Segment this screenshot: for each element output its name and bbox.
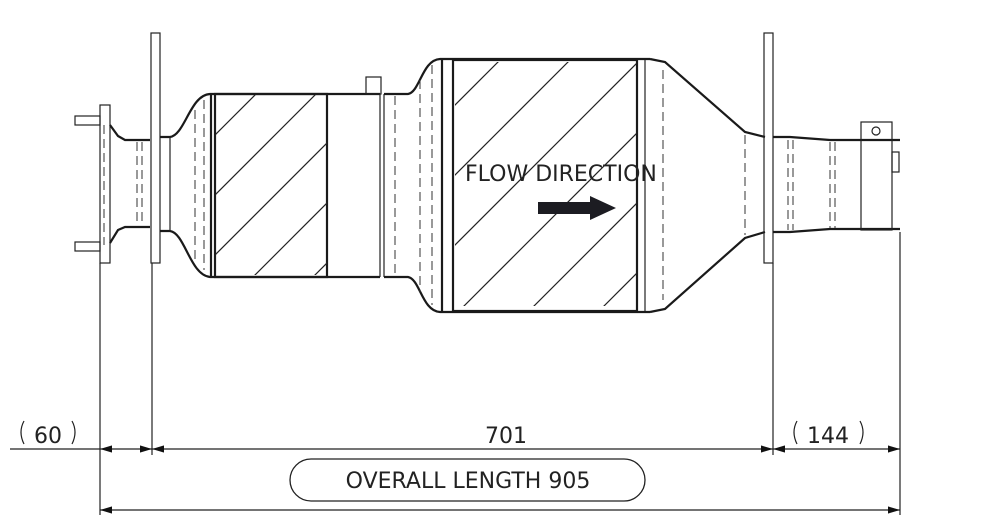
- clamp: [365, 76, 382, 95]
- pre-catalyst-body: [160, 76, 385, 279]
- dimension-outlet: 144: [807, 424, 849, 449]
- hatch-doc: [216, 95, 327, 275]
- paren-inlet: [20, 420, 76, 445]
- outlet-pipe: [773, 121, 900, 234]
- dimension-lines: [10, 445, 900, 514]
- inlet-mounting-plate: [150, 32, 161, 264]
- paren-outlet: [793, 420, 864, 445]
- dimension-body: 701: [485, 424, 527, 449]
- dpf-main-body: [384, 57, 766, 314]
- overall-length-box: [289, 458, 646, 502]
- flow-direction-label: FLOW DIRECTION: [465, 162, 657, 187]
- extension-lines: [99, 232, 901, 515]
- inlet-flange: [74, 104, 150, 264]
- right-arrow-icon: [538, 196, 616, 220]
- outlet-mounting-plate: [763, 32, 774, 264]
- dimension-inlet: 60: [34, 424, 62, 449]
- hatch-dpf: [455, 62, 636, 306]
- overall-length-label: OVERALL LENGTH 905: [346, 469, 591, 494]
